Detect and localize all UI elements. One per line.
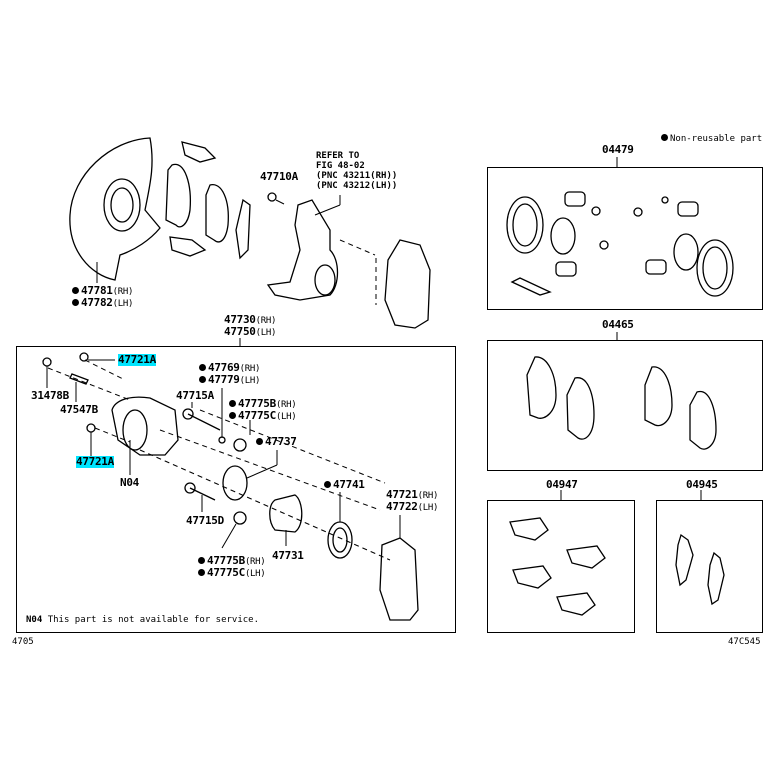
label-mounting-rh[interactable]: 47721(RH) (386, 488, 439, 502)
refer-line-3: (PNC 43211(RH)) (316, 171, 398, 181)
fitting-kit-box (487, 500, 635, 633)
label-47715d[interactable]: 47715D (186, 514, 224, 527)
label-47721a-bottom[interactable]: 47721A (76, 455, 114, 468)
footer-left-code: 4705 (12, 637, 34, 647)
label-47731[interactable]: 47731 (272, 549, 304, 562)
knuckle-drawing (266, 192, 376, 301)
non-reusable-dot-icon (198, 557, 205, 564)
non-reusable-dot-icon (72, 287, 79, 294)
label-47737[interactable]: 47737 (256, 436, 297, 448)
footer-right-code: 47C545 (728, 637, 761, 647)
label-47715a[interactable]: 47715A (176, 389, 214, 402)
label-seal-kit[interactable]: 04479 (602, 143, 634, 156)
pads-drawing-top (165, 141, 251, 260)
label-fitting-kit[interactable]: 04947 (546, 478, 578, 491)
label-dust-cover-rh[interactable]: 47781(RH) (72, 285, 133, 298)
seal-kit-box (487, 167, 763, 310)
non-reusable-dot-icon (229, 412, 236, 419)
label-boot-upper-lh[interactable]: 47775C(LH) (229, 410, 297, 423)
label-pad-kit[interactable]: 04465 (602, 318, 634, 331)
dust-cover-drawing (69, 137, 161, 283)
note-not-available: N04 This part is not available for servi… (26, 615, 259, 626)
shim-kit-drawing (675, 490, 725, 606)
refer-line-2[interactable]: FIG 48-02 (316, 161, 365, 171)
label-31478b[interactable]: 31478B (31, 389, 69, 402)
non-reusable-dot-icon (256, 438, 263, 445)
label-dust-cover-lh[interactable]: 47782(LH) (72, 297, 133, 310)
bracket-drawing-top (375, 239, 431, 329)
seal-kit-drawing (506, 157, 734, 297)
pad-kit-box (487, 340, 763, 471)
non-reusable-dot-icon (199, 376, 206, 383)
label-bushing-lh[interactable]: 47779(LH) (199, 374, 260, 387)
refer-line-4: (PNC 43212(LH)) (316, 181, 398, 191)
label-boot-lower-rh[interactable]: 47775B(RH) (198, 555, 266, 568)
legend-non-reusable: Non-reusable part (661, 134, 762, 145)
label-mounting-lh[interactable]: 47722(LH) (386, 500, 439, 514)
label-caliper-lh[interactable]: 47750(LH) (224, 325, 277, 339)
caliper-assembly-box (16, 346, 456, 633)
refer-line-1: REFER TO (316, 151, 360, 161)
non-reusable-dot-icon (661, 134, 668, 141)
label-47547b[interactable]: 47547B (60, 403, 98, 416)
label-n04[interactable]: N04 (120, 476, 139, 489)
non-reusable-dot-icon (324, 481, 331, 488)
label-boot-upper-rh[interactable]: 47775B(RH) (229, 398, 297, 411)
note-code: N04 (26, 615, 43, 625)
label-47721a-top[interactable]: 47721A (118, 353, 156, 366)
label-shim-kit[interactable]: 04945 (686, 478, 718, 491)
label-bolt-47710a[interactable]: 47710A (260, 170, 298, 183)
pad-kit-drawing (526, 332, 717, 450)
non-reusable-dot-icon (72, 299, 79, 306)
non-reusable-dot-icon (198, 569, 205, 576)
label-47741[interactable]: 47741 (324, 479, 365, 491)
shim-kit-box (656, 500, 763, 633)
non-reusable-dot-icon (199, 364, 206, 371)
label-boot-lower-lh[interactable]: 47775C(LH) (198, 567, 266, 580)
label-bushing-rh[interactable]: 47769(RH) (199, 362, 260, 375)
note-text: This part is not available for service. (47, 615, 260, 625)
non-reusable-dot-icon (229, 400, 236, 407)
fitting-kit-drawing (509, 490, 606, 616)
caliper-drawing (42, 352, 419, 621)
label-caliper-rh[interactable]: 47730(RH) (224, 313, 277, 327)
